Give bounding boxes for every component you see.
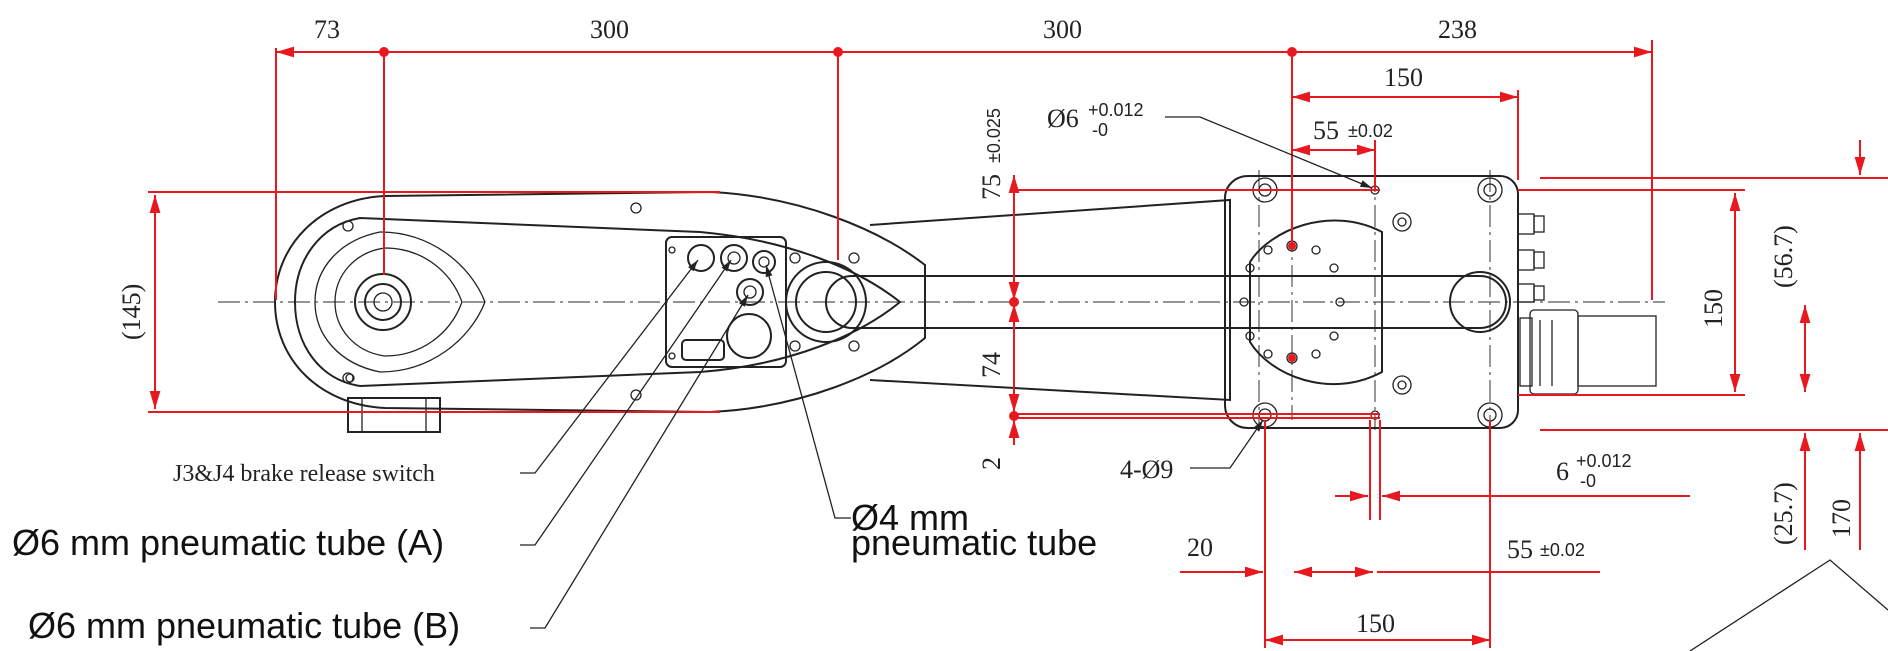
- dim-150-top: 150: [1384, 63, 1423, 92]
- dimension-lines: [148, 40, 1888, 648]
- tube-fitting-4mm: [752, 250, 776, 274]
- dim-55-bottom: 55: [1507, 535, 1533, 564]
- dim-20: 20: [1187, 533, 1213, 562]
- dim-6-tol-minus: -0: [1580, 471, 1596, 491]
- brake-switch: [687, 244, 715, 272]
- arm1-inner-cover: [293, 216, 902, 388]
- dim-150-right: 150: [1699, 289, 1728, 328]
- dim-75: 75: [977, 174, 1006, 200]
- leader-lines: [520, 116, 1373, 629]
- callout-labels: J3&J4 brake release switch Ø6 mm pneumat…: [12, 461, 1097, 646]
- arm2-tube: [825, 275, 1507, 329]
- dim-238: 238: [1438, 15, 1477, 44]
- dim-150-bottom: 150: [1356, 609, 1395, 638]
- side-fittings: [1517, 213, 1657, 395]
- dim-300-a: 300: [590, 15, 629, 44]
- center-lines: [218, 160, 1665, 430]
- dim-hole-tol-minus: -0: [1092, 120, 1108, 140]
- dim-hole-dia: Ø6: [1047, 104, 1079, 133]
- dimension-labels: 73 300 300 238 150 Ø6 +0.012 -0 55 ±0.02…: [117, 15, 1856, 638]
- dim-55-top-tol: ±0.02: [1348, 121, 1393, 141]
- dim-170: 170: [1827, 499, 1856, 538]
- tube-fitting-b: [736, 278, 764, 306]
- dim-145: (145): [117, 284, 146, 340]
- tube-a-label: Ø6 mm pneumatic tube (A): [12, 522, 444, 563]
- tube-4mm-label-line2: pneumatic tube: [851, 522, 1097, 563]
- dim-6-bottom: 6: [1556, 457, 1569, 486]
- robot-body: [273, 175, 1888, 651]
- dim-56-7: (56.7): [1769, 225, 1798, 288]
- dim-hole-tol-plus: +0.012: [1088, 100, 1144, 120]
- d-sub-connector: [681, 339, 725, 361]
- brake-switch-label: J3&J4 brake release switch: [173, 461, 435, 487]
- dim-75-tol: ±0.025: [984, 108, 1004, 163]
- dim-300-b: 300: [1043, 15, 1082, 44]
- dim-25-7: (25.7): [1769, 482, 1798, 545]
- arm1-outline: [273, 190, 926, 414]
- base-foot: [347, 397, 441, 433]
- arm2-outline: [869, 198, 1231, 402]
- dim-74: 74: [977, 352, 1006, 378]
- dim-55-top: 55: [1313, 116, 1339, 145]
- tube-4mm-label-line1: Ø4 mm: [851, 497, 969, 538]
- dim-6-tol-plus: +0.012: [1576, 451, 1632, 471]
- tube-fitting-a: [720, 244, 748, 272]
- tube-b-label: Ø6 mm pneumatic tube (B): [28, 605, 460, 646]
- dim-bolt-holes: 4-Ø9: [1120, 455, 1173, 484]
- dim-2: 2: [977, 457, 1006, 470]
- dim-73: 73: [314, 15, 340, 44]
- dim-55-bottom-tol: ±0.02: [1540, 540, 1585, 560]
